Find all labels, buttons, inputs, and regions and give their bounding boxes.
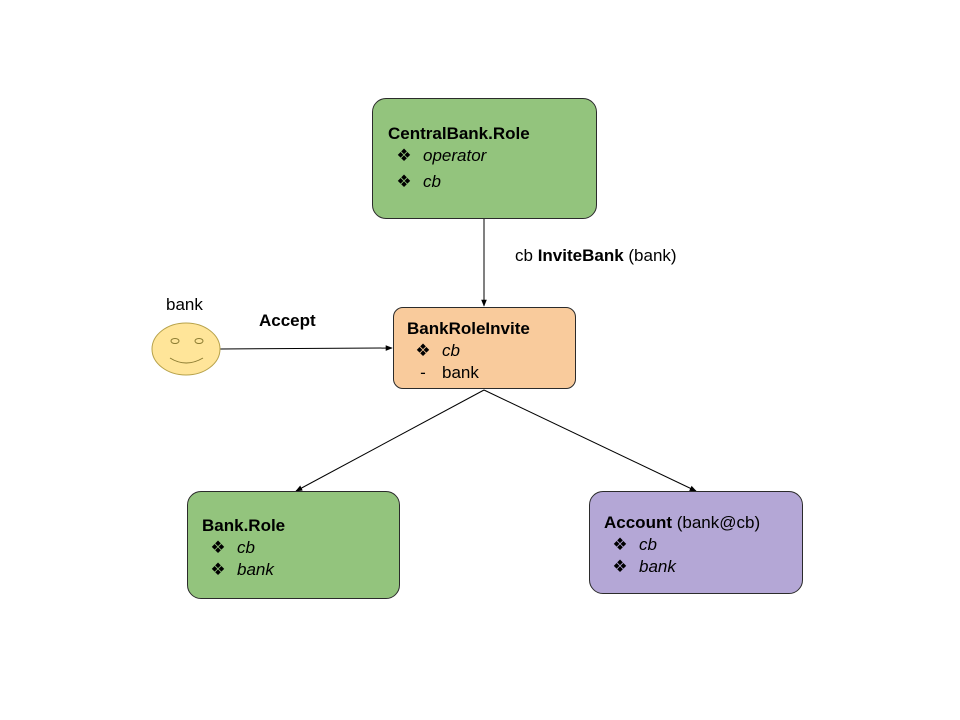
field-item: -bank — [404, 363, 479, 383]
dash-bullet: - — [420, 363, 426, 382]
node-title: CentralBank.Role — [388, 124, 530, 143]
bullet-icon: ❖ — [210, 560, 226, 579]
bullet-icon: ❖ — [396, 146, 412, 165]
bullet-icon: ❖ — [396, 172, 412, 191]
field-item: ❖bank — [601, 557, 676, 577]
actor-label: bank — [166, 295, 203, 314]
smiley-left-eye — [170, 338, 180, 344]
field-item: ❖bank — [199, 560, 274, 580]
bullet-icon: ❖ — [415, 341, 431, 360]
field-item: ❖operator — [385, 146, 486, 166]
edge-accept-arrow — [219, 345, 393, 351]
bullet-icon: ❖ — [612, 557, 628, 576]
edge-label-invite-bank: cb InviteBank (bank) — [515, 246, 677, 265]
bullet-icon: ❖ — [612, 535, 628, 554]
node-bank-role-invite[interactable]: BankRoleInvite ❖cb -bank — [393, 307, 576, 389]
field-item: ❖cb — [385, 172, 441, 192]
field-item: ❖cb — [404, 341, 460, 361]
bullet-icon: ❖ — [210, 538, 226, 557]
node-title: Account (bank@cb) — [604, 513, 761, 532]
node-central-bank-role[interactable]: CentralBank.Role ❖operator ❖cb — [372, 98, 597, 219]
edge-to-account-arrow — [483, 389, 697, 492]
node-title: BankRoleInvite — [407, 319, 530, 338]
node-title: Bank.Role — [202, 516, 286, 535]
smiley-right-eye — [194, 338, 204, 344]
field-item: ❖cb — [199, 538, 255, 558]
edge-label-accept: Accept — [259, 311, 316, 330]
smiley-mouth — [169, 357, 204, 364]
node-bank-role[interactable]: Bank.Role ❖cb ❖bank — [187, 491, 400, 599]
field-item: ❖cb — [601, 535, 657, 555]
node-title-suffix: (bank@cb) — [672, 513, 761, 532]
node-account[interactable]: Account (bank@cb) ❖cb ❖bank — [589, 491, 803, 594]
edge-to-bank-role-arrow — [295, 389, 485, 492]
smiley-face-icon — [151, 322, 221, 376]
